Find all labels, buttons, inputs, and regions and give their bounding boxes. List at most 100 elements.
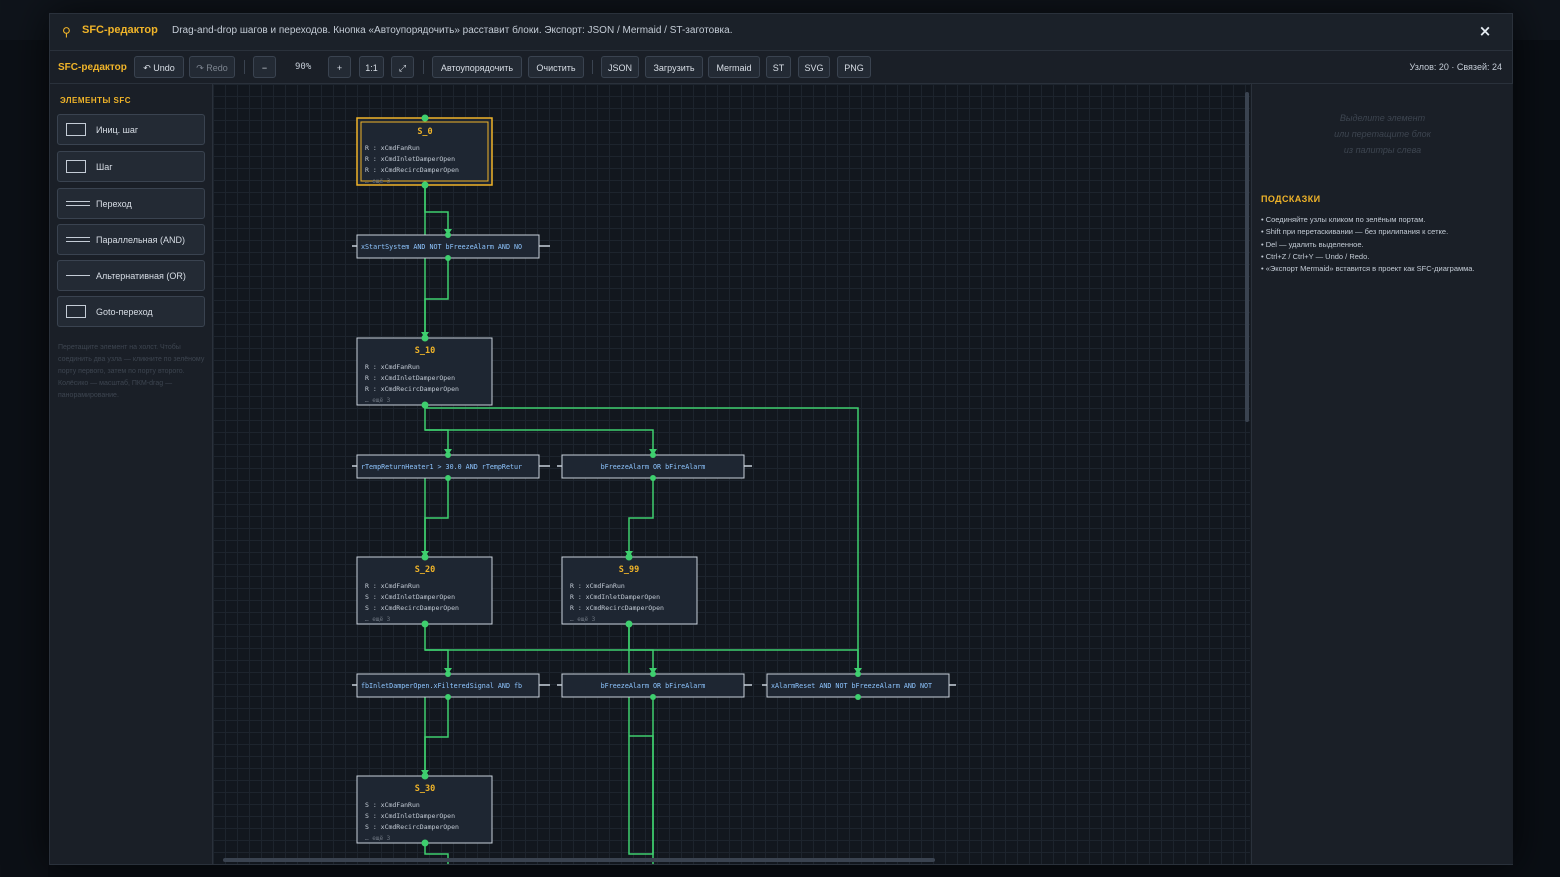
transition-condition: fbInletDamperOpen.xFilteredSignal AND fb <box>361 682 522 690</box>
hints-title: ПОДСКАЗКИ <box>1261 194 1321 204</box>
sfc-diagram[interactable]: S_0 R : xCmdFanRun R : xCmdInletDamperOp… <box>213 84 1250 864</box>
load-button[interactable]: Загрузить <box>645 56 703 78</box>
export-svg-button[interactable]: SVG <box>798 56 830 78</box>
connection-wire <box>425 649 859 673</box>
arrow-head <box>444 449 452 455</box>
arrow-head <box>421 770 429 776</box>
arrow-head <box>649 449 657 455</box>
step-more: … ещё 3 <box>365 397 391 404</box>
redo-button[interactable]: ↷ Redo <box>189 56 235 78</box>
connection-port[interactable] <box>625 620 633 628</box>
step-action: R : xCmdRecircDamperOpen <box>570 604 664 612</box>
step-title: S_99 <box>619 565 639 575</box>
step-node-s30[interactable]: S_30 S : xCmdFanRun S : xCmdInletDamperO… <box>356 775 493 844</box>
connection-wire <box>424 259 449 338</box>
transition-node[interactable]: fbInletDamperOpen.xFilteredSignal AND fb <box>352 673 550 698</box>
modal-titlebar: ⚲ SFC-редактор Drag-and-drop шагов и пер… <box>50 14 1512 51</box>
transition-node[interactable]: bFreezeAlarm OR bFireAlarm <box>557 454 752 479</box>
close-button[interactable]: × <box>1478 22 1492 40</box>
connection-port[interactable] <box>650 475 656 481</box>
transition-condition: bFreezeAlarm OR bFireAlarm <box>601 682 706 690</box>
step-title: S_0 <box>417 127 432 137</box>
properties-empty-state: Выделите элемент или перетащите блок из … <box>1252 110 1513 158</box>
palette-item-parallel[interactable]: Параллельная (AND) <box>57 224 205 255</box>
step-action: S : xCmdRecircDamperOpen <box>365 823 459 831</box>
connection-port[interactable] <box>650 694 656 700</box>
connection-wire <box>628 478 654 557</box>
connection-port[interactable] <box>421 181 429 189</box>
step-node-s10[interactable]: S_10 R : xCmdFanRun R : xCmdInletDamperO… <box>356 337 493 406</box>
toolbar-separator <box>423 60 424 74</box>
palette-item-initial-step[interactable]: Иниц. шаг <box>57 114 205 145</box>
hint-item: • «Экспорт Mermaid» вставится в проект к… <box>1261 264 1475 274</box>
connection-port[interactable] <box>421 620 429 628</box>
export-png-button[interactable]: PNG <box>837 56 871 78</box>
zoom-reset-button[interactable]: 1:1 <box>359 56 384 78</box>
step-icon <box>66 160 86 173</box>
step-title: S_20 <box>415 565 435 575</box>
canvas-horizontal-scrollbar[interactable] <box>223 858 935 862</box>
arrow-head <box>625 551 633 557</box>
transition-node[interactable]: bFreezeAlarm OR bFireAlarm <box>557 673 752 698</box>
transition-node[interactable]: rTempReturnHeater1 > 30.0 AND rTempRetur <box>352 454 550 479</box>
transition-condition: rTempReturnHeater1 > 30.0 AND rTempRetur <box>361 463 522 471</box>
connection-port[interactable] <box>421 839 429 847</box>
connection-wire <box>424 478 449 557</box>
step-node-s20[interactable]: S_20 R : xCmdFanRun S : xCmdInletDamperO… <box>356 556 493 625</box>
connection-port[interactable] <box>421 114 429 122</box>
graph-stats: Узлов: 20 · Связей: 24 <box>1409 62 1502 72</box>
step-action: R : xCmdFanRun <box>365 582 420 590</box>
hint-item: • Shift при перетаскивании — без прилипа… <box>1261 227 1449 237</box>
step-frame <box>561 556 698 625</box>
step-action: R : xCmdInletDamperOpen <box>365 374 455 382</box>
connection-port[interactable] <box>421 401 429 409</box>
hints-list: • Соединяйте узлы кликом по зелёным порт… <box>1261 214 1511 275</box>
palette-item-step[interactable]: Шаг <box>57 151 205 182</box>
arrow-head <box>649 668 657 674</box>
toolbar-separator <box>592 60 593 74</box>
auto-layout-button[interactable]: Автоупорядочить <box>432 56 522 78</box>
palette-item-label: Иниц. шаг <box>96 125 139 135</box>
zoom-out-button[interactable]: − <box>253 56 276 78</box>
step-action: S : xCmdRecircDamperOpen <box>365 604 459 612</box>
diagram-canvas[interactable]: S_0 R : xCmdFanRun R : xCmdInletDamperOp… <box>213 84 1250 864</box>
connection-port[interactable] <box>445 255 451 261</box>
initial-step-inner-frame <box>360 121 489 182</box>
step-frame <box>356 556 493 625</box>
arrow-head <box>444 668 452 674</box>
step-node-s0[interactable]: S_0 R : xCmdFanRun R : xCmdInletDamperOp… <box>356 117 493 186</box>
connection-port[interactable] <box>445 694 451 700</box>
step-action: R : xCmdRecircDamperOpen <box>365 166 459 174</box>
canvas-vertical-scrollbar[interactable] <box>1245 92 1249 422</box>
export-json-button[interactable]: JSON <box>601 56 639 78</box>
palette-item-alternative[interactable]: Альтернативная (OR) <box>57 260 205 291</box>
step-title: S_30 <box>415 784 435 794</box>
alternative-branch-icon <box>66 275 90 276</box>
step-action: S : xCmdInletDamperOpen <box>365 593 455 601</box>
hint-item: • Ctrl+Z / Ctrl+Y — Undo / Redo. <box>1261 251 1370 261</box>
step-action: R : xCmdInletDamperOpen <box>570 593 660 601</box>
sfc-editor-modal: ⚲ SFC-редактор Drag-and-drop шагов и пер… <box>49 13 1513 865</box>
arrow-head <box>854 668 862 674</box>
connection-wire <box>425 429 654 454</box>
transition-node[interactable]: xStartSystem AND NOT bFreezeAlarm AND NO <box>352 234 550 259</box>
transition-node[interactable]: xAlarmReset AND NOT bFreezeAlarm AND NOT <box>762 673 956 698</box>
toolbar-separator <box>244 60 245 74</box>
fit-view-button[interactable]: ⤢ <box>391 56 414 78</box>
connection-port[interactable] <box>445 475 451 481</box>
step-title: S_10 <box>415 346 435 356</box>
clear-button[interactable]: Очистить <box>528 56 584 78</box>
step-node-s99[interactable]: S_99 R : xCmdFanRun R : xCmdInletDamperO… <box>561 556 698 625</box>
connection-port[interactable] <box>855 694 861 700</box>
connection-wire <box>424 405 859 672</box>
zoom-in-button[interactable]: + <box>328 56 351 78</box>
toolbar-label: SFC-редактор <box>58 62 127 73</box>
palette-item-transition[interactable]: Переход <box>57 188 205 219</box>
undo-button[interactable]: ↶ Undo <box>134 56 184 78</box>
arrowheads <box>421 229 862 776</box>
palette-item-goto[interactable]: Goto-переход <box>57 296 205 327</box>
export-st-button[interactable]: ST <box>766 56 791 78</box>
ports[interactable] <box>421 114 862 847</box>
export-mermaid-button[interactable]: Mermaid <box>708 56 760 78</box>
palette-help-text: Перетащите элемент на холст. Чтобы соеди… <box>58 344 205 399</box>
